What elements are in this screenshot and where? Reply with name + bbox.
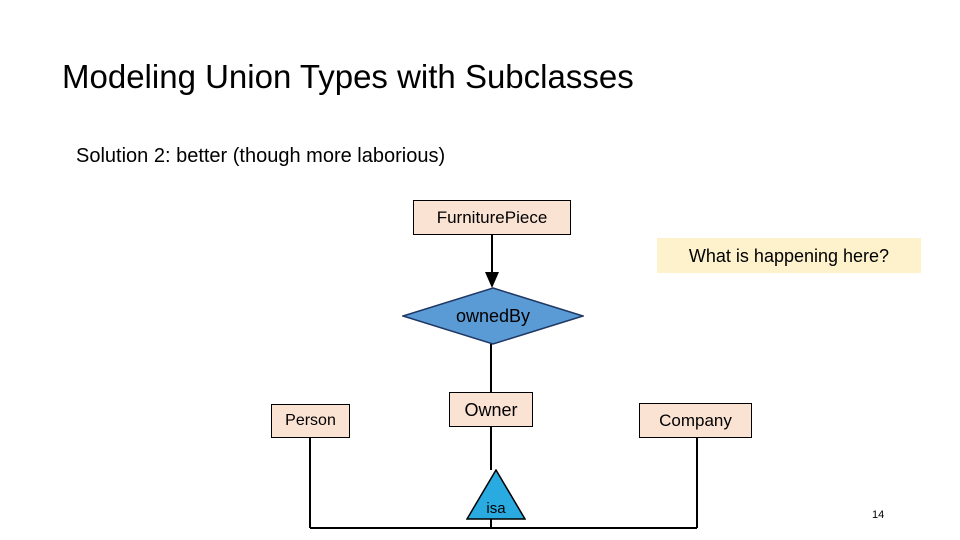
entity-box-owner[interactable]: Owner	[449, 392, 533, 427]
slide-subtitle: Solution 2: better (though more laboriou…	[76, 145, 446, 167]
relationship-label: ownedBy	[455, 306, 531, 326]
entity-box-furniturepiece[interactable]: FurniturePiece	[413, 200, 571, 235]
connector-furniturepiece-to-ownedby	[485, 235, 499, 288]
callout-question: What is happening here?	[657, 238, 921, 273]
relationship-triangle-isa[interactable]: isa	[466, 469, 526, 520]
diamond-shape-icon	[402, 287, 584, 345]
page-title: Modeling Union Types with Subclasses	[62, 58, 634, 95]
relationship-label: isa	[486, 500, 506, 517]
arrowhead-down-icon	[485, 272, 499, 288]
entity-label: Owner	[464, 399, 518, 420]
relationship-diamond-ownedby[interactable]: ownedBy	[402, 287, 584, 345]
page-number: 14	[872, 509, 885, 521]
triangle-shape-icon	[466, 469, 526, 520]
entity-label: FurniturePiece	[436, 207, 548, 227]
entity-box-person[interactable]: Person	[271, 404, 350, 438]
entity-label: Company	[659, 410, 732, 430]
callout-text: What is happening here?	[688, 245, 890, 266]
entity-box-company[interactable]: Company	[639, 403, 752, 438]
entity-label: Person	[285, 412, 336, 429]
